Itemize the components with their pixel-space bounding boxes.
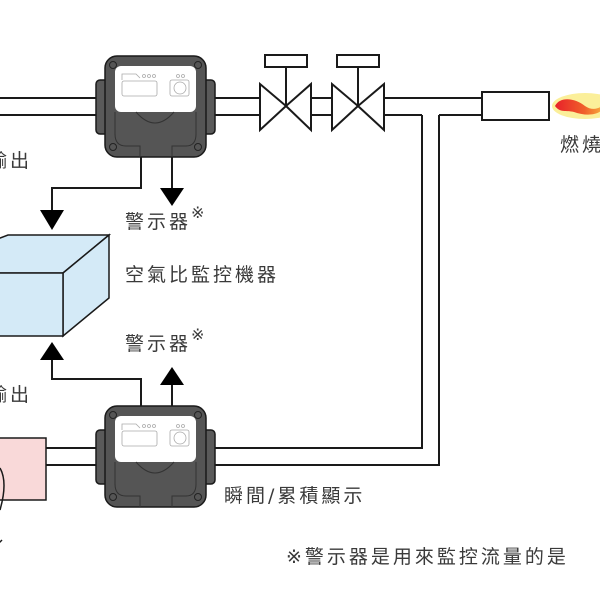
output-label-bottom: 輸出 (0, 384, 33, 406)
alarm-label-bottom: 警示器※ (125, 327, 204, 355)
meter-display (121, 73, 190, 97)
flowmeter-bottom[interactable] (95, 405, 216, 508)
blower[interactable] (0, 437, 47, 546)
burner-nozzle (481, 91, 550, 121)
arrow-up-icon (40, 342, 64, 360)
signal-output-top (51, 157, 142, 210)
connector-pipe (215, 115, 440, 466)
meter-display (121, 423, 190, 447)
flame-icon (552, 93, 600, 119)
bottom-pipe (46, 447, 100, 466)
signal-output-bottom (51, 360, 142, 406)
arrow-up-icon (160, 367, 184, 385)
air-ratio-monitor-label: 空氣比監控機器 (125, 264, 280, 286)
footnote: ※警示器是用來監控流量的是 (286, 546, 569, 568)
valve-1[interactable] (259, 54, 312, 133)
note-mark: ※ (191, 203, 205, 222)
arrow-down-icon (40, 210, 64, 230)
air-ratio-monitor[interactable] (0, 233, 112, 338)
valve-2[interactable] (331, 54, 385, 133)
alarm-text: 警示器 (125, 211, 192, 233)
top-pipe (0, 97, 482, 116)
alarm-text: 警示器 (125, 333, 192, 355)
alarm-label-top: 警示器※ (125, 205, 204, 233)
note-mark: ※ (191, 325, 205, 344)
flowmeter-top[interactable] (95, 55, 216, 158)
output-label-top: 輸出 (0, 150, 33, 172)
burner-label: 燃燒 (560, 134, 600, 156)
display-mode-label: 瞬間/累積顯示 (224, 485, 366, 507)
arrow-down-icon (160, 188, 184, 206)
